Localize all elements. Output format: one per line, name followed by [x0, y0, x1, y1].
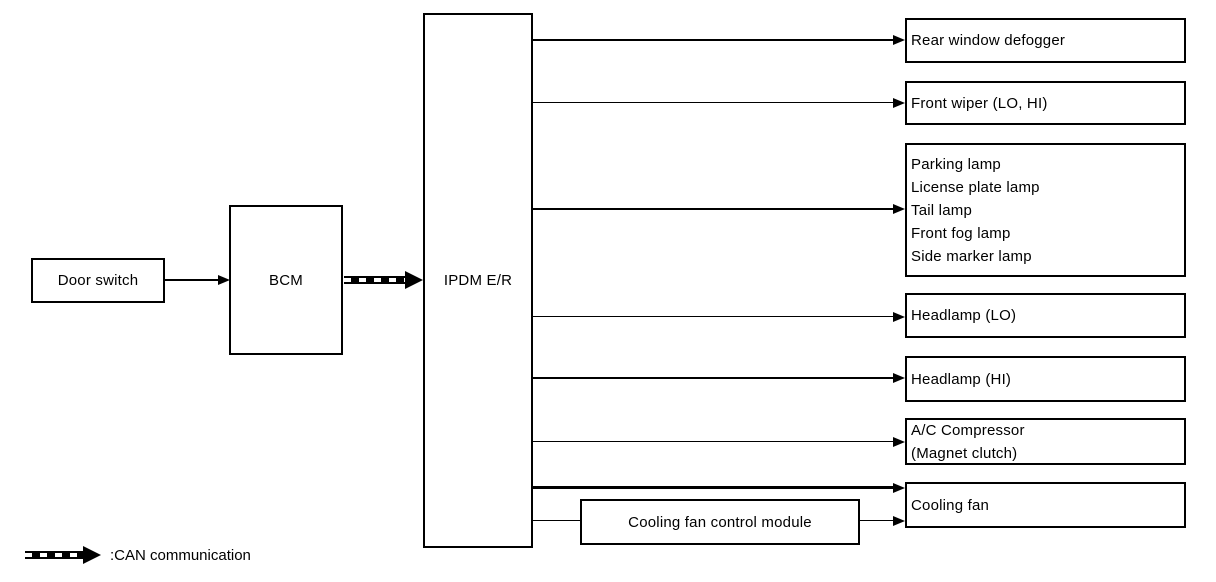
output-label: Headlamp (LO) — [911, 307, 1017, 324]
can-connector-bcm-to-ipdm — [344, 276, 405, 284]
arrowhead-ac-compressor-icon — [893, 437, 905, 447]
connector-door-switch-to-bcm — [165, 279, 219, 281]
node-bcm: BCM — [229, 205, 343, 355]
connector-ipdm-to-cooling-fan — [531, 486, 894, 489]
output-label: Front fog lamp — [911, 224, 1011, 242]
output-headlamp-lo: Headlamp (LO) — [905, 293, 1186, 338]
connector-cooling-fan-control-module-to-cooling-fan — [858, 520, 894, 521]
arrowhead-rear-window-defogger-icon — [893, 35, 905, 45]
legend-can-arrow-shaft-icon — [25, 551, 83, 559]
can-arrowhead-bcm-to-ipdm-icon — [405, 271, 423, 289]
output-label: Headlamp (HI) — [911, 370, 1012, 388]
output-lamps-group: Parking lamp License plate lamp Tail lam… — [905, 143, 1186, 277]
arrowhead-cooling-fan-icon — [893, 483, 905, 493]
arrowhead-headlamp-hi-icon — [893, 373, 905, 383]
output-label: A/C Compressor — [911, 421, 1025, 439]
connector-ipdm-to-rear-window-defogger — [531, 39, 894, 41]
node-cooling-fan-control-module-label: Cooling fan control module — [628, 513, 812, 531]
connector-ipdm-to-headlamp-hi — [531, 377, 894, 379]
output-rear-window-defogger: Rear window defogger — [905, 18, 1186, 63]
arrowhead-door-switch-to-bcm-icon — [218, 275, 230, 285]
output-label: Front wiper (LO, HI) — [911, 94, 1048, 112]
output-cooling-fan: Cooling fan — [905, 482, 1186, 528]
arrowhead-headlamp-lo-icon — [893, 312, 905, 322]
output-ac-compressor: A/C Compressor (Magnet clutch) — [905, 418, 1186, 465]
node-door-switch: Door switch — [31, 258, 165, 303]
arrowhead-front-wiper-icon — [893, 98, 905, 108]
arrowhead-cooling-fan-lower-icon — [893, 516, 905, 526]
connector-ipdm-to-lamps — [531, 208, 894, 210]
connector-ipdm-to-front-wiper — [531, 102, 894, 103]
connector-ipdm-to-ac-compressor — [531, 441, 894, 442]
output-front-wiper: Front wiper (LO, HI) — [905, 81, 1186, 125]
output-label: License plate lamp — [911, 178, 1040, 196]
node-bcm-label: BCM — [269, 271, 303, 289]
output-label: Parking lamp — [911, 155, 1001, 173]
connector-ipdm-to-cooling-fan-control-module — [531, 520, 581, 521]
arrowhead-lamps-icon — [893, 204, 905, 214]
node-door-switch-label: Door switch — [57, 272, 139, 289]
legend-can-arrowhead-icon — [83, 546, 101, 564]
output-label: Tail lamp — [911, 201, 972, 219]
node-cooling-fan-control-module: Cooling fan control module — [580, 499, 860, 545]
output-headlamp-hi: Headlamp (HI) — [905, 356, 1186, 402]
node-ipdm-er: IPDM E/R — [423, 13, 533, 548]
output-label: Cooling fan — [911, 496, 990, 514]
connector-ipdm-to-headlamp-lo — [531, 316, 894, 317]
output-label: Side marker lamp — [911, 247, 1032, 265]
legend-can-communication-label: :CAN communication — [110, 547, 251, 564]
output-label: (Magnet clutch) — [911, 444, 1018, 462]
output-label: Rear window defogger — [911, 32, 1066, 49]
node-ipdm-er-label: IPDM E/R — [443, 272, 513, 289]
